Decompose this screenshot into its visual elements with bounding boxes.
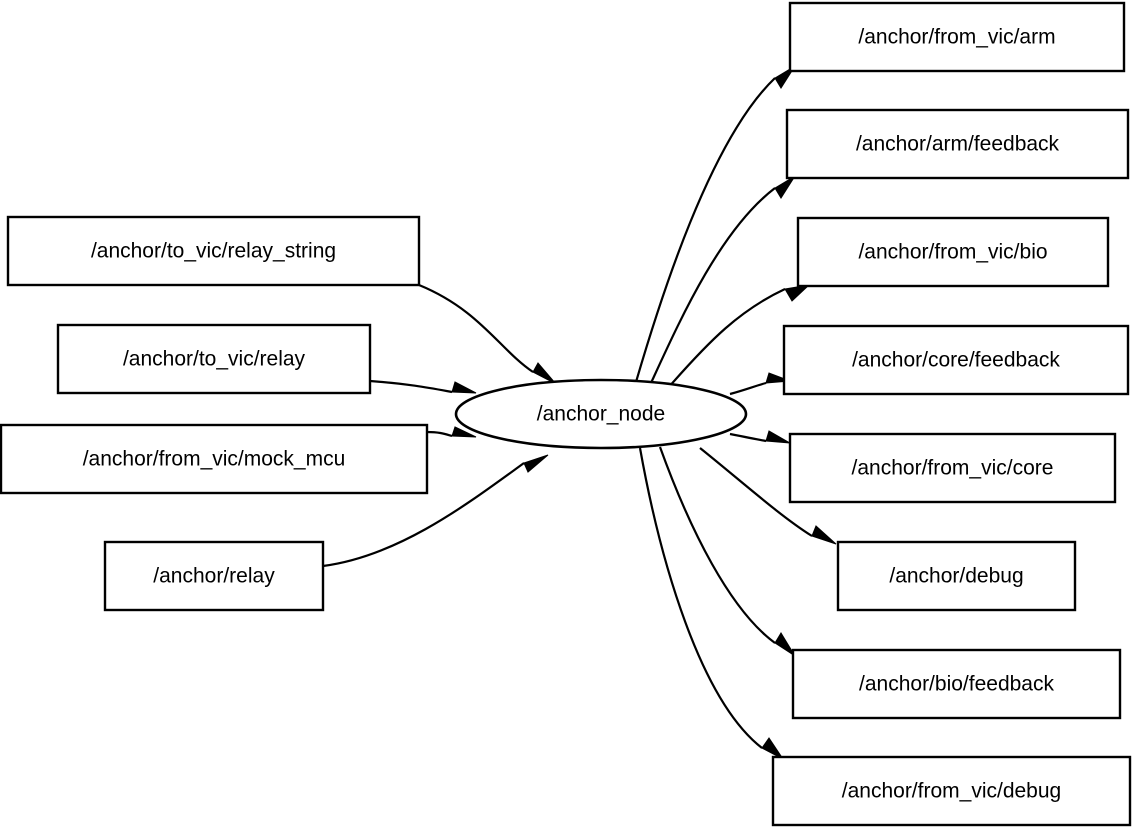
node-box[interactable] xyxy=(788,432,1117,504)
node-label: /anchor/arm/feedback xyxy=(856,133,1060,156)
node-box[interactable] xyxy=(836,540,1077,612)
edge-e-out-from-vic-core xyxy=(729,430,791,444)
edge-e-out-arm-feedback xyxy=(650,175,796,384)
node-box[interactable] xyxy=(6,215,421,287)
node-box[interactable] xyxy=(796,216,1110,288)
arrowhead-icon xyxy=(761,737,784,760)
edge-e-in-mock-mcu xyxy=(426,426,477,438)
node-box[interactable] xyxy=(785,108,1130,180)
edge-e-in-relay-string xyxy=(418,283,557,385)
node-label: /anchor/to_vic/relay xyxy=(123,348,306,371)
node-box[interactable] xyxy=(0,423,429,495)
topic-node-in-to_vic_relay[interactable]: /anchor/to_vic/relay xyxy=(56,323,372,395)
edge-e-in-relay-plain xyxy=(322,454,549,568)
topic-node-out-bio_feedback[interactable]: /anchor/bio/feedback xyxy=(791,648,1122,720)
topic-node-out-from_vic_arm[interactable]: /anchor/from_vic/arm xyxy=(788,1,1126,73)
arrowhead-icon xyxy=(523,454,549,473)
edge-line xyxy=(650,187,776,384)
arrowhead-icon xyxy=(451,381,477,394)
node-box[interactable] xyxy=(56,323,372,395)
node-label: /anchor/from_vic/core xyxy=(852,457,1054,480)
topic-node-out-core_feedback[interactable]: /anchor/core/feedback xyxy=(782,324,1130,396)
node-label: /anchor/bio/feedback xyxy=(859,673,1054,696)
node-box[interactable] xyxy=(782,324,1130,396)
node-label: /anchor/relay xyxy=(153,565,275,588)
arrowhead-icon xyxy=(765,430,791,444)
edge-line xyxy=(369,379,453,394)
edge-e-out-bio xyxy=(667,284,811,389)
topic-node-out-from_vic_debug[interactable]: /anchor/from_vic/debug xyxy=(771,755,1132,827)
edge-line xyxy=(729,432,767,443)
topic-node-in-relay[interactable]: /anchor/relay xyxy=(103,540,325,612)
arrowhead-icon xyxy=(451,426,477,438)
topic-node-out-debug[interactable]: /anchor/debug xyxy=(836,540,1077,612)
node-box[interactable] xyxy=(788,1,1126,73)
node-label: /anchor/core/feedback xyxy=(852,349,1060,372)
edges-layer xyxy=(322,65,837,760)
topic-node-out-arm_feedback[interactable]: /anchor/arm/feedback xyxy=(785,108,1130,180)
edge-e-out-arm xyxy=(634,65,796,383)
arrowhead-icon xyxy=(774,175,796,199)
edge-line xyxy=(418,283,534,373)
topic-node-in-to_vic_relay_string[interactable]: /anchor/to_vic/relay_string xyxy=(6,215,421,287)
edge-line xyxy=(638,447,763,749)
arrowhead-icon xyxy=(811,525,837,545)
node-label: /anchor/to_vic/relay_string xyxy=(91,240,336,263)
edge-e-out-core-feedback xyxy=(729,372,791,396)
node-label: /anchor/from_vic/mock_mcu xyxy=(83,448,346,471)
node-label: /anchor/from_vic/bio xyxy=(858,241,1047,264)
node-label: /anchor/debug xyxy=(889,565,1023,588)
node-box[interactable] xyxy=(771,755,1132,827)
edge-line xyxy=(699,447,813,537)
edge-e-in-relay xyxy=(369,379,477,394)
edge-line xyxy=(667,288,786,389)
node-label: /anchor/from_vic/arm xyxy=(858,26,1055,49)
edge-e-out-from-vic-debug xyxy=(638,447,784,760)
arrowhead-icon xyxy=(774,632,796,657)
center-node-anchor_node[interactable]: /anchor_node xyxy=(454,378,748,450)
center-node-label: /anchor_node xyxy=(537,403,665,426)
edge-line xyxy=(322,462,525,568)
edge-e-out-debug xyxy=(699,447,837,545)
edge-line xyxy=(658,446,776,644)
arrowhead-icon xyxy=(784,284,811,302)
edge-line xyxy=(729,381,767,396)
node-ellipse[interactable] xyxy=(454,378,748,450)
node-box[interactable] xyxy=(103,540,325,612)
node-label: /anchor/from_vic/debug xyxy=(842,780,1061,803)
node-box[interactable] xyxy=(791,648,1122,720)
edge-line xyxy=(426,430,453,438)
arrowhead-icon xyxy=(532,362,557,385)
edge-line xyxy=(634,77,776,383)
topic-node-out-from_vic_bio[interactable]: /anchor/from_vic/bio xyxy=(796,216,1110,288)
topic-node-out-from_vic_core[interactable]: /anchor/from_vic/core xyxy=(788,432,1117,504)
topic-node-in-from_vic_mock_mcu[interactable]: /anchor/from_vic/mock_mcu xyxy=(0,423,429,495)
edge-e-out-bio-feedback xyxy=(658,446,796,657)
